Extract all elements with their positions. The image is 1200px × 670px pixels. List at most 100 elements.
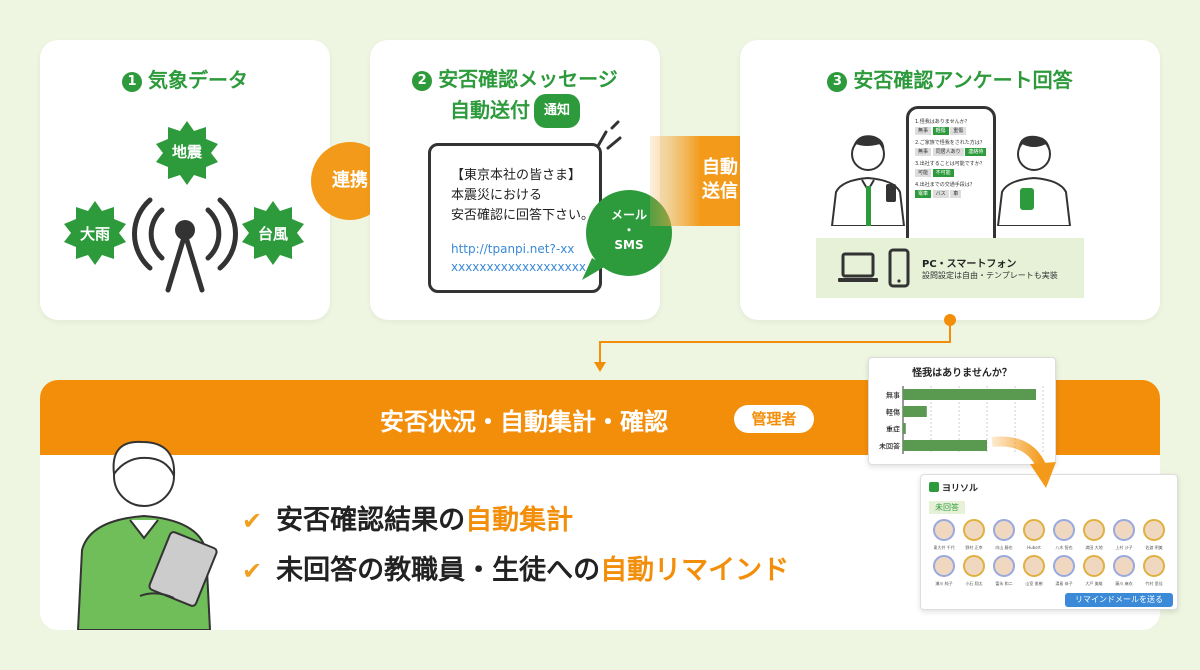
- bubble-sms-label: SMS: [614, 238, 644, 252]
- avatar: [963, 555, 985, 577]
- unanswered-user[interactable]: 上村 沙子: [1109, 519, 1139, 551]
- user-name: 湯島 恭子: [1055, 581, 1073, 586]
- feature-line-aggregate: ✔安否確認結果の自動集計: [242, 498, 573, 537]
- message-preview: 【東京本社の皆さま】 本震災における 安否確認に回答下さい。 http://tp…: [428, 143, 602, 293]
- phone-question: 4.出社までの交通手段は？: [915, 182, 975, 188]
- burst-label-heavy-rain: 大雨: [79, 225, 110, 243]
- chart-bar: [903, 389, 1036, 400]
- user-name: 富永 和二: [995, 581, 1013, 586]
- unanswered-user[interactable]: Hubert: [1019, 519, 1049, 551]
- alert-lines-icon: [596, 120, 622, 150]
- unanswered-user[interactable]: 藤川 麻衣: [1109, 555, 1139, 587]
- user-name: 上村 沙子: [1115, 545, 1133, 550]
- avatar: [1113, 555, 1135, 577]
- avatar: [963, 519, 985, 541]
- step-number-badge: 2: [412, 71, 433, 91]
- phone-question: 1.怪我はありませんか？: [915, 119, 970, 125]
- feature-text: 未回答の教職員・生徒への: [276, 555, 601, 586]
- phone-answers: 電車 バス 車: [915, 190, 987, 198]
- answer-chip-selected: 連絡待: [965, 148, 987, 156]
- user-name: 八木 智也: [1055, 545, 1073, 550]
- chart-category-label: 無事: [886, 391, 900, 400]
- admin-title: 安否状況・自動集計・確認: [380, 408, 668, 436]
- user-name: Hubert: [1027, 545, 1041, 550]
- unanswered-user[interactable]: 小石 翔太: [959, 555, 989, 587]
- chart-category-label: 軽傷: [886, 408, 900, 417]
- step1-card: 1 気象データ 地震 大雨 台風: [40, 40, 330, 320]
- unanswered-user[interactable]: 八木 智也: [1049, 519, 1079, 551]
- curved-arrow: [991, 436, 1056, 488]
- brand-icon: [929, 482, 939, 492]
- user-name: 山室 俊樹: [1025, 581, 1043, 586]
- unanswered-user[interactable]: 佐渡 明美: [1139, 519, 1169, 551]
- antenna-icon: [131, 197, 239, 293]
- message-line: 【東京本社の皆さま】: [451, 168, 582, 183]
- avatar: [1053, 519, 1075, 541]
- unanswered-user[interactable]: 竹村 里佳: [1139, 555, 1169, 587]
- bubble-tail: [582, 258, 606, 280]
- message-line: 本震災における: [451, 188, 543, 203]
- auto-send-line1: 自動: [702, 157, 738, 178]
- answer-chip: 車: [950, 190, 962, 198]
- unanswered-user[interactable]: 野村 正幸: [959, 519, 989, 551]
- avatar: [1053, 555, 1075, 577]
- phone-question: 2.ご家族で怪我をされた方は？: [915, 140, 985, 146]
- phone-question: 3.出社することは可能ですか？: [915, 161, 985, 167]
- chart-bar: [903, 406, 927, 417]
- unanswered-user[interactable]: 湯島 恭子: [1049, 555, 1079, 587]
- user-name: 小石 翔太: [965, 581, 983, 586]
- burst-label-earthquake: 地震: [171, 143, 202, 161]
- reminder-panel: ヨリソル 未回答 東大井 千代 野村 正幸 向山 勝也 Hubert 八木 智也 満田 大…: [920, 474, 1178, 610]
- step-number-badge: 1: [122, 72, 142, 92]
- chart-title: 怪我はありませんか？: [912, 368, 1012, 379]
- chart-bar: [903, 423, 906, 434]
- check-icon: ✔: [242, 557, 263, 585]
- answer-chip: 可能: [915, 169, 932, 177]
- unanswered-tag: 未回答: [929, 501, 965, 514]
- answer-chip-selected: 電車: [915, 190, 932, 198]
- answer-chip: バス: [932, 190, 949, 198]
- answer-chip: 同居人あり: [932, 148, 964, 156]
- brand-name: ヨリソル: [942, 484, 979, 494]
- unanswered-user[interactable]: 満田 大地: [1079, 519, 1109, 551]
- feature-text: 安否確認結果の: [276, 505, 466, 536]
- user-name: 野村 正幸: [965, 545, 983, 550]
- avatar: [1143, 519, 1165, 541]
- avatar: [1023, 555, 1045, 577]
- user-name: 東大井 千代: [933, 545, 955, 550]
- admin-woman-illustration: [76, 440, 218, 630]
- user-name: 向山 勝也: [995, 545, 1013, 550]
- unanswered-user[interactable]: 瀬川 純子: [929, 555, 959, 587]
- step1-title: 1 気象データ: [40, 64, 330, 93]
- device-label: PC・スマートフォン: [922, 259, 1017, 270]
- burst-label-typhoon: 台風: [257, 225, 288, 243]
- step2-title-line1: 安否確認メッセージ: [438, 67, 618, 91]
- step3-title-text: 安否確認アンケート回答: [853, 68, 1073, 92]
- unanswered-user[interactable]: 富永 和二: [989, 555, 1019, 587]
- man-with-phone-illustration: [830, 135, 906, 226]
- chart-category-label: 重症: [886, 425, 900, 434]
- unanswered-user[interactable]: 向山 勝也: [989, 519, 1019, 551]
- unanswered-user[interactable]: 山室 俊樹: [1019, 555, 1049, 587]
- send-reminder-button[interactable]: リマインドメールを送る: [1065, 593, 1173, 607]
- notify-badge: 通知: [533, 94, 580, 128]
- avatar: [993, 555, 1015, 577]
- avatar: [993, 519, 1015, 541]
- step2-title-line2: 自動送付: [449, 98, 530, 122]
- user-name: 満田 大地: [1085, 545, 1103, 550]
- user-name: 竹村 里佳: [1145, 581, 1163, 586]
- user-name: 藤川 麻衣: [1115, 581, 1133, 586]
- avatar: [933, 519, 955, 541]
- device-sublabel: 設問設定は自由・テンプレートも実装: [922, 271, 1058, 280]
- message-line: 安否確認に回答下さい。: [451, 208, 595, 223]
- unanswered-user[interactable]: 大戸 美雄: [1079, 555, 1109, 587]
- user-name: 佐渡 明美: [1145, 545, 1163, 550]
- avatar: [1023, 519, 1045, 541]
- step1-title-text: 気象データ: [148, 68, 248, 92]
- unanswered-user[interactable]: 東大井 千代: [929, 519, 959, 551]
- bubble-dot: ・: [622, 223, 635, 237]
- feature-highlight: 自動集計: [465, 505, 574, 536]
